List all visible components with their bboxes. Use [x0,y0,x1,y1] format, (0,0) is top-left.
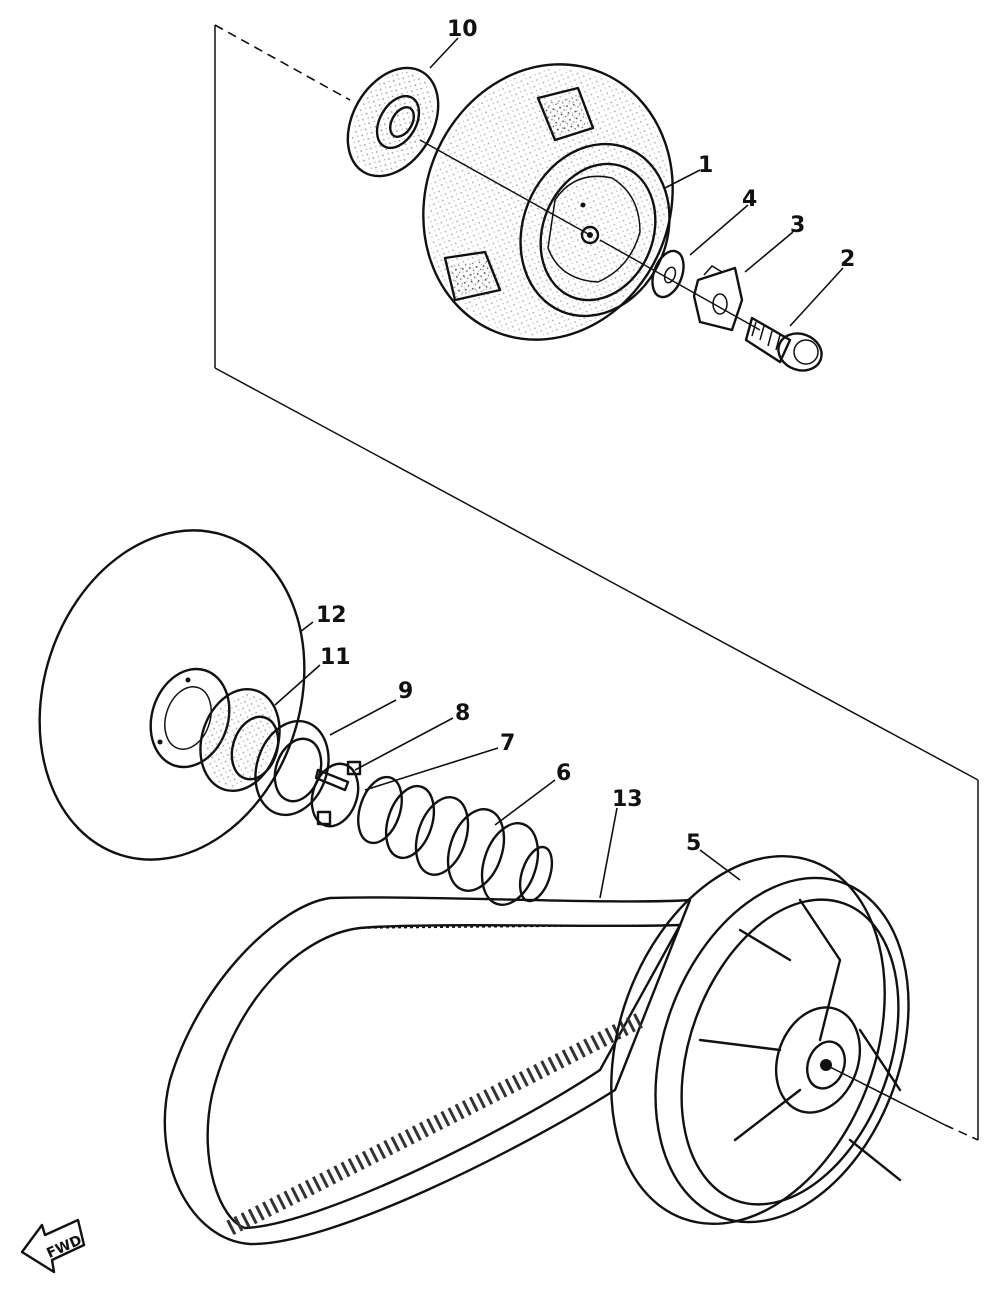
part-11-sleeve [199,687,281,793]
part-12-primary-sheave [38,529,306,861]
callout-8: 8 [455,701,470,726]
callout-labels: 10 1 4 3 2 12 11 9 8 7 6 13 5 [316,17,855,856]
part-6-spring [357,775,554,906]
callout-6: 6 [556,761,571,786]
callout-9: 9 [398,679,413,704]
callout-2: 2 [840,247,855,272]
part-4-washer [651,249,685,299]
part-2-bolt [744,316,823,372]
callout-7: 7 [500,731,515,756]
leader-lines [274,37,844,899]
assembly-plane-outline [214,24,979,1141]
upper-axis-line [419,139,591,236]
callout-3: 3 [790,213,805,238]
part-1-secondary-sheave [422,63,674,341]
part-8-collar [310,762,360,828]
fwd-direction-marker: FWD [20,1218,86,1274]
callout-4: 4 [742,187,757,212]
callout-11: 11 [320,645,351,670]
part-13-v-belt [163,896,692,1246]
upper-axis-line-2 [599,239,761,331]
callout-1: 1 [698,153,713,178]
callout-13: 13 [612,787,643,812]
callout-12: 12 [316,603,347,628]
part-3-lock-washer [692,265,744,332]
callout-10: 10 [447,17,478,42]
part-10-oil-seal [346,66,440,178]
part-5-secondary-wheel [610,854,946,1226]
callout-5: 5 [686,831,701,856]
fwd-label: FWD [44,1232,84,1262]
